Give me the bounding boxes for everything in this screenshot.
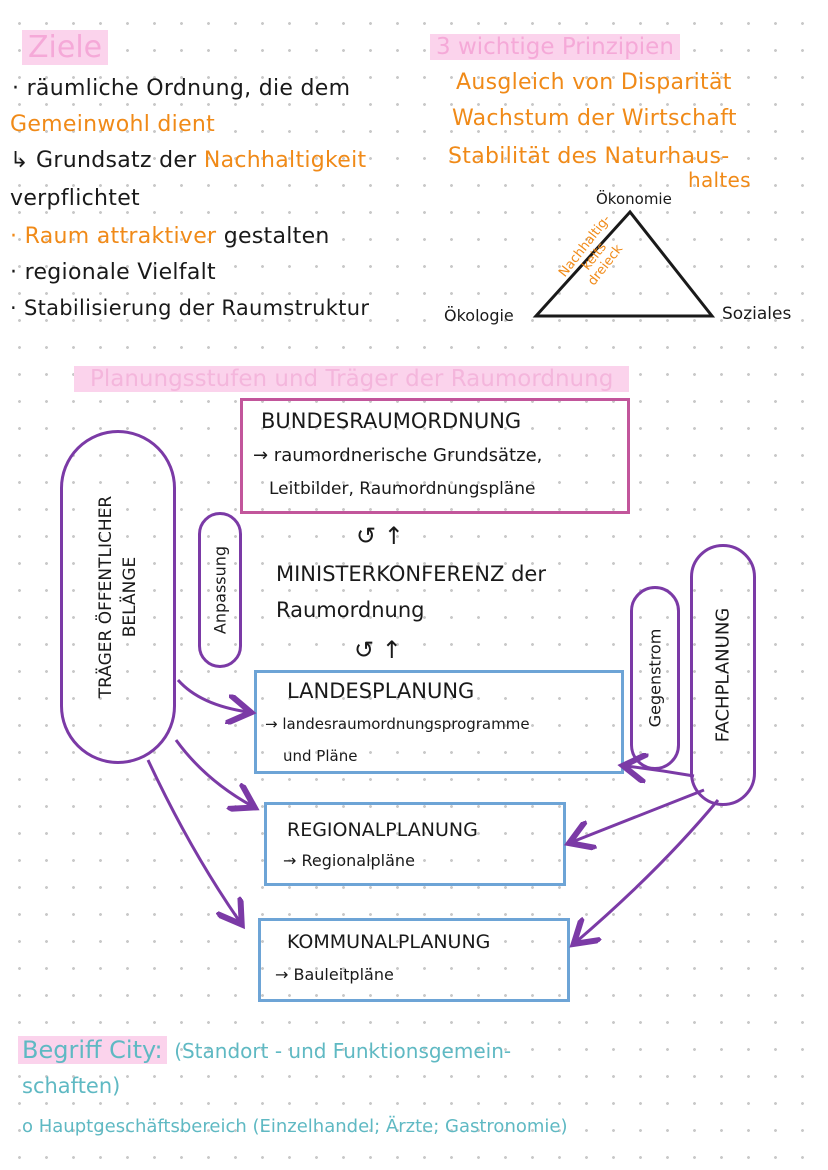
gegenstrom-label: Gegenstrom (645, 628, 665, 728)
ziele-line-4: verpflichtet (10, 186, 140, 211)
prinzip-1: Ausgleich von Disparität (456, 70, 732, 95)
planung-heading: Planungsstufen und Träger der Raumordnun… (74, 366, 630, 392)
regional-title: REGIONALPLANUNG (287, 819, 478, 841)
arrow-traeger-regional (174, 739, 252, 806)
anpassung-pill: Anpassung (198, 512, 242, 668)
arrow-fach-regional (572, 788, 705, 842)
land-box: LANDESPLANUNG → landesraumordnungsprogra… (254, 670, 624, 774)
city-line-3: o Hauptgeschäftsbereich (Einzelhandel; Ä… (22, 1116, 568, 1137)
arrow-traeger-kommunal (146, 759, 240, 922)
arrow-traeger-land (176, 679, 248, 712)
regional-line-1: → Regionalpläne (283, 851, 415, 870)
prinzip-3b: haltes (688, 168, 751, 192)
regional-box: REGIONALPLANUNG → Regionalpläne (264, 802, 566, 886)
city-line-1: Begriff City: (Standort - und Funktionsg… (18, 1036, 511, 1064)
gegenstrom-pill: Gegenstrom (630, 586, 680, 770)
fachplanung-label: FACHPLANUNG (712, 607, 734, 743)
land-line-1: → landesraumordnungsprogramme (265, 715, 530, 733)
traeger-label: TRÄGER ÖFFENTLICHER BELÄNGE (94, 496, 142, 698)
ziele-line-7: · Stabilisierung der Raumstruktur (10, 296, 370, 320)
ziele-nachhaltigkeit: Nachhaltigkeit (203, 148, 367, 173)
prinzipien-heading: 3 wichtige Prinzipien (430, 34, 680, 60)
ziele-line-1: · räumliche Ordnung, die dem (12, 76, 351, 101)
arrow-fach-kommunal (576, 799, 720, 942)
bund-box: BUNDESRAUMORDNUNG → raumordnerische Grun… (240, 398, 630, 514)
bund-line-2: Leitbilder, Raumordnungspläne (269, 479, 536, 499)
prinzip-3: Stabilität des Naturhaus- (448, 144, 730, 169)
land-line-2: und Pläne (283, 747, 358, 765)
ziele-line-6: · regionale Vielfalt (10, 260, 216, 285)
traeger-line-2: BELÄNGE (120, 556, 140, 638)
arrows-minister-land: ↺ ↑ (354, 636, 402, 664)
minister-line-1: MINISTERKONFERENZ der (276, 562, 546, 586)
ziele-grundsatz: ↳ Grundsatz der (10, 148, 197, 173)
ziele-raum-attraktiver: · Raum attraktiver (10, 224, 217, 249)
bund-title: BUNDESRAUMORDNUNG (261, 409, 522, 433)
kommunal-line-1: → Bauleitpläne (275, 965, 394, 984)
city-line-2: schaften) (22, 1074, 121, 1098)
traeger-line-1: TRÄGER ÖFFENTLICHER (96, 495, 116, 699)
city-heading: Begriff City: (18, 1036, 167, 1064)
kommunal-box: KOMMUNALPLANUNG → Bauleitpläne (258, 918, 570, 1002)
traeger-pill: TRÄGER ÖFFENTLICHER BELÄNGE (60, 430, 176, 764)
triangle-right-label: Soziales (722, 304, 792, 324)
land-title: LANDESPLANUNG (287, 679, 475, 703)
anpassung-label: Anpassung (210, 545, 230, 635)
triangle-center-label: Nachhaltig- keits dreieck (556, 212, 633, 297)
fachplanung-pill: FACHPLANUNG (690, 544, 756, 806)
kommunal-title: KOMMUNALPLANUNG (287, 931, 491, 953)
bund-line-1: → raumordnerische Grundsätze, (253, 445, 543, 466)
triangle-top-label: Ökonomie (596, 190, 672, 208)
prinzip-2: Wachstum der Wirtschaft (452, 106, 737, 131)
triangle-left-label: Ökologie (444, 306, 514, 325)
ziele-gestalten: gestalten (223, 224, 330, 249)
ziele-line-3: ↳ Grundsatz der Nachhaltigkeit (10, 148, 366, 173)
ziele-line-2: Gemeinwohl dient (10, 112, 216, 137)
city-rest: (Standort - und Funktionsgemein- (174, 1039, 512, 1063)
arrows-bund-minister: ↺ ↑ (356, 522, 404, 550)
ziele-line-5: · Raum attraktiver gestalten (10, 224, 330, 249)
ziele-heading: Ziele (22, 30, 109, 65)
minister-line-2: Raumordnung (276, 598, 425, 622)
